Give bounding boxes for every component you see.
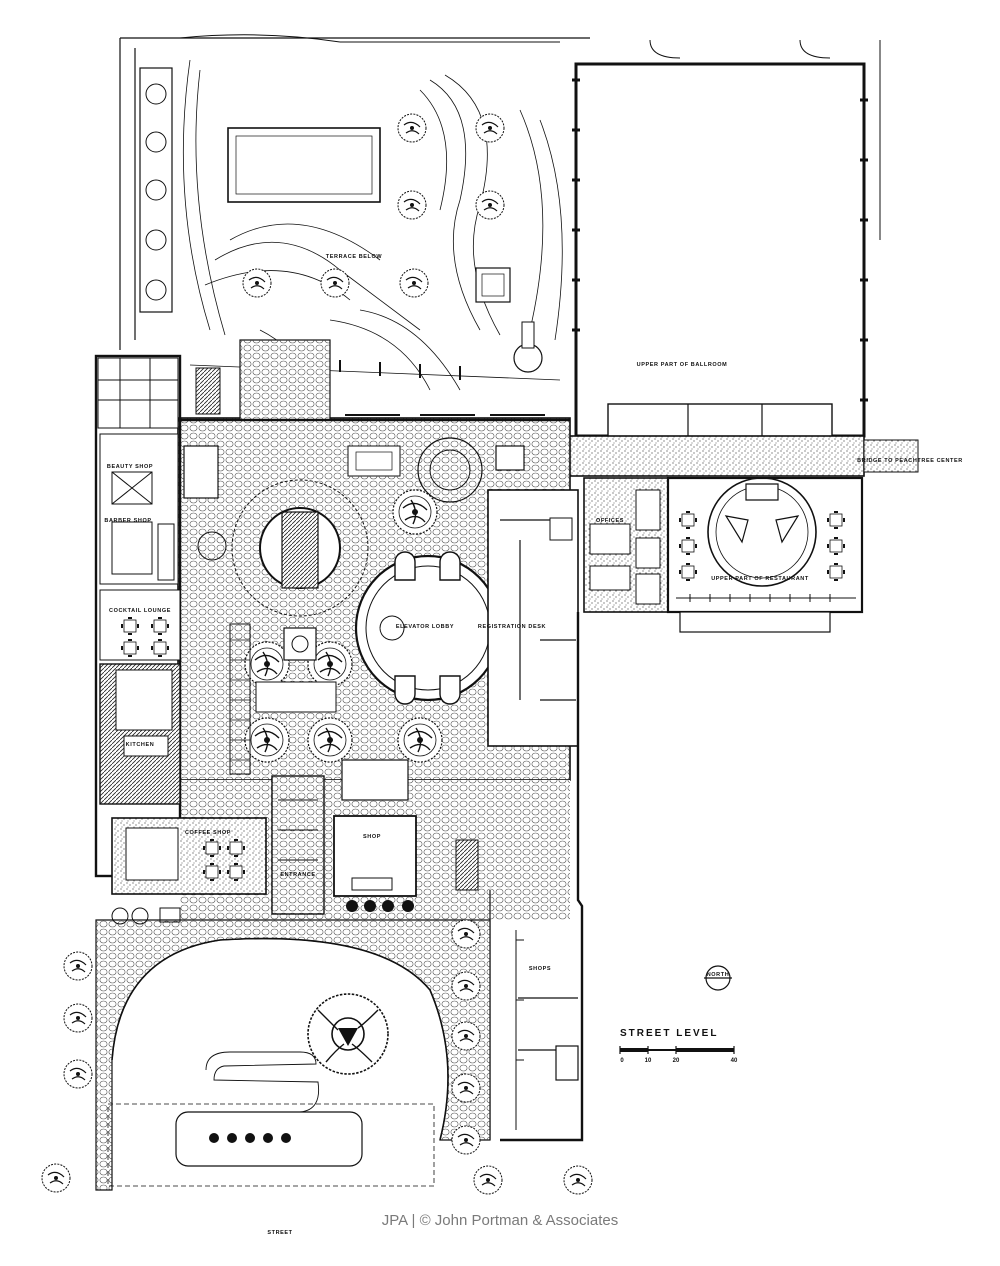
scale-tick-0: 0 xyxy=(620,1058,624,1064)
north-label: NORTH xyxy=(707,972,730,978)
kitchen-label: KITCHEN xyxy=(126,742,155,748)
entrance-area: SHOP ENTRANCE xyxy=(271,775,479,915)
shop-label: SHOP xyxy=(363,834,381,840)
street-label: STREET xyxy=(267,1230,292,1236)
shops-label: SHOPS xyxy=(529,966,551,972)
plan-title: STREET LEVEL xyxy=(620,1028,718,1039)
scale-tick-20: 20 xyxy=(673,1058,680,1064)
offices-label: OFFICES xyxy=(596,518,624,524)
terrace-below-label: TERRACE BELOW xyxy=(326,254,383,260)
copyright-credit: JPA | © John Portman & Associates xyxy=(381,1212,619,1229)
bridge-label: BRIDGE TO PEACHTREE CENTER xyxy=(857,458,963,464)
upper-ballroom-label: UPPER PART OF BALLROOM xyxy=(637,362,728,368)
bridge-to-peachtree: BRIDGE TO PEACHTREE CENTER xyxy=(567,435,963,477)
service-core: REGISTRATION DESK OFFICES xyxy=(478,477,669,747)
scale-tick-10: 10 xyxy=(645,1058,652,1064)
cocktail-lounge-label: COCKTAIL LOUNGE xyxy=(109,608,171,614)
scale-bar: 0 10 20 40 xyxy=(619,1046,738,1064)
upper-restaurant-label: UPPER PART OF RESTAURANT xyxy=(711,576,809,582)
scale-tick-40: 40 xyxy=(731,1058,738,1064)
terrace-garden: TERRACE BELOW xyxy=(119,34,590,396)
west-wing: BEAUTY SHOP BARBER SHOP COCKTAIL LOUNGE … xyxy=(94,354,267,895)
entrance-label: ENTRANCE xyxy=(280,872,315,878)
registration-desk-label: REGISTRATION DESK xyxy=(478,624,546,630)
restaurant: UPPER PART OF RESTAURANT xyxy=(666,476,864,633)
beauty-shop-label: BEAUTY SHOP xyxy=(107,464,153,470)
barber-shop-label: BARBER SHOP xyxy=(104,518,151,524)
coffee-shop-label: COFFEE SHOP xyxy=(185,830,231,836)
north-arrow: NORTH xyxy=(704,965,732,991)
ballroom: UPPER PART OF BALLROOM xyxy=(572,39,881,439)
forecourt: STREET xyxy=(41,907,593,1236)
elevator-lobby-label: ELEVATOR LOBBY xyxy=(396,624,454,630)
